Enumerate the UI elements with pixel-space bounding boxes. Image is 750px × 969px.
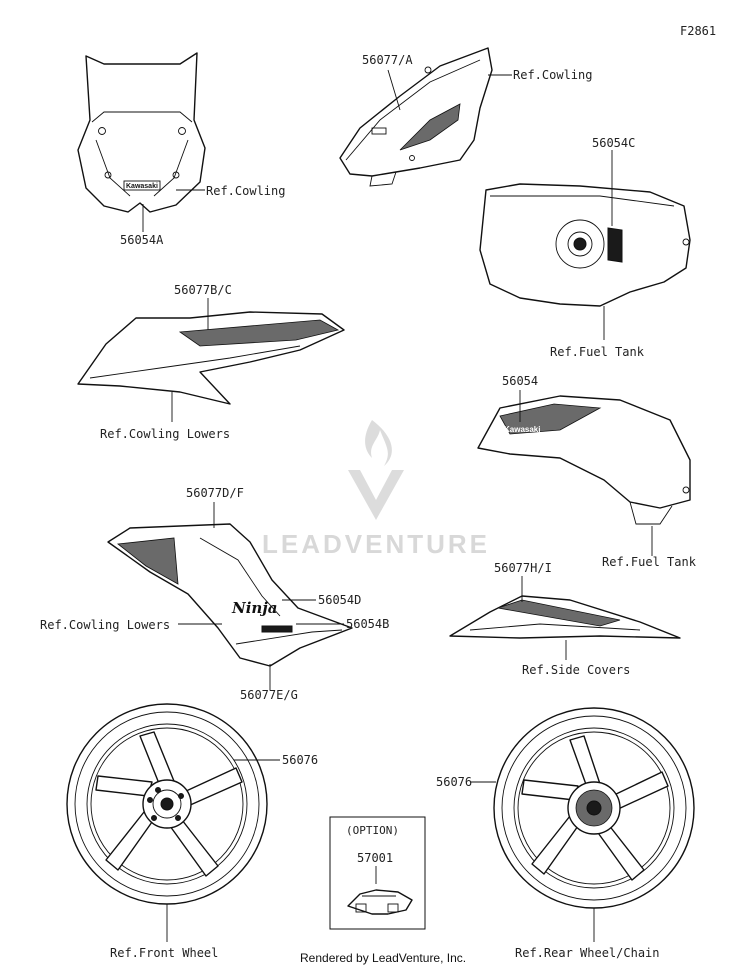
watermark-text: LEADVENTURE xyxy=(262,529,490,559)
label-56077h-i: 56077H/I xyxy=(494,561,552,575)
label-56054b: 56054B xyxy=(346,617,389,631)
windscreen-part: Kawasaki xyxy=(77,52,206,213)
side-cover-decal-part xyxy=(449,595,681,639)
tank-side-part: Kawasaki xyxy=(477,395,691,525)
upper-cowling-part xyxy=(339,47,493,187)
rear-wheel-part xyxy=(493,707,695,909)
kawasaki-decal-tank: Kawasaki xyxy=(504,425,540,434)
label-56077d-f: 56077D/F xyxy=(186,486,244,500)
label-ref-cowling-2: Ref.Cowling xyxy=(513,68,592,82)
option-box: (OPTION) 57001 xyxy=(329,816,426,930)
label-ref-cowling-lowers-2: Ref.Cowling Lowers xyxy=(40,618,170,632)
label-56077e-g: 56077E/G xyxy=(240,688,298,702)
label-56077b-c: 56077B/C xyxy=(174,283,232,297)
lower-fairing-decal-part: Ninja xyxy=(107,523,353,667)
option-part-57001: 57001 xyxy=(357,851,393,865)
watermark-v-icon xyxy=(348,470,404,520)
label-56076-front: 56076 xyxy=(282,753,318,767)
front-wheel-part xyxy=(66,703,268,905)
watermark: LEADVENTURE xyxy=(262,420,490,559)
label-56054: 56054 xyxy=(502,374,538,388)
figure-code: F2861 xyxy=(680,24,716,38)
label-ref-fuel-tank-1: Ref.Fuel Tank xyxy=(550,345,645,359)
label-56076-rear: 56076 xyxy=(436,775,472,789)
footer-credit: Rendered by LeadVenture, Inc. xyxy=(300,951,466,965)
label-ref-rear-wheel: Ref.Rear Wheel/Chain xyxy=(515,946,660,960)
kawasaki-decal-windscreen: Kawasaki xyxy=(126,183,158,190)
ninja-decal: Ninja xyxy=(231,599,277,617)
lower-cowling-decal-part xyxy=(77,311,345,405)
option-title: (OPTION) xyxy=(346,824,399,837)
label-ref-side-covers: Ref.Side Covers xyxy=(522,663,630,677)
label-56077-a: 56077/A xyxy=(362,53,413,67)
label-56054c: 56054C xyxy=(592,136,635,150)
watermark-flame-icon xyxy=(365,420,392,466)
label-ref-front-wheel: Ref.Front Wheel xyxy=(110,946,218,960)
fuel-tank-top-part xyxy=(479,183,691,307)
label-ref-cowling-1: Ref.Cowling xyxy=(206,184,285,198)
tool-57001-part xyxy=(347,889,413,915)
label-56054d: 56054D xyxy=(318,593,361,607)
leader-line xyxy=(387,69,401,111)
label-56054a: 56054A xyxy=(120,233,164,247)
label-ref-cowling-lowers-1: Ref.Cowling Lowers xyxy=(100,427,230,441)
label-ref-fuel-tank-2: Ref.Fuel Tank xyxy=(602,555,697,569)
